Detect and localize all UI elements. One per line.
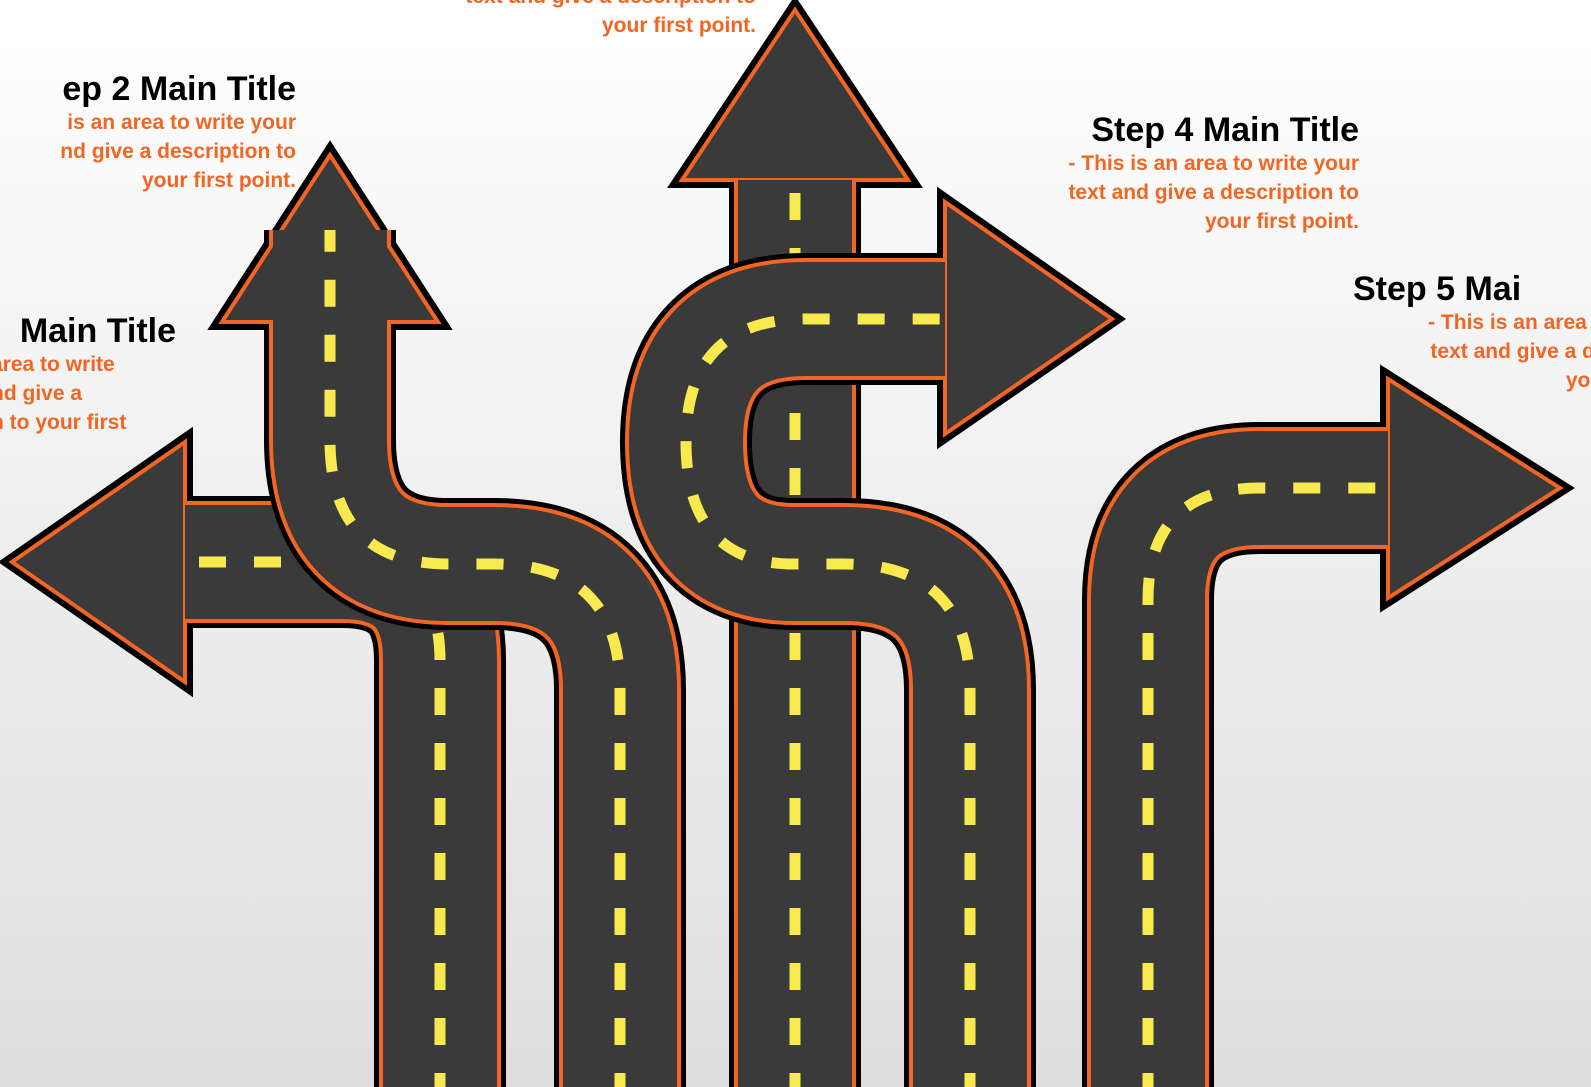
step-4-title: Step 4 Main Title (939, 111, 1359, 149)
step-1-description: area to write nd give a n to your first (0, 350, 176, 437)
step-2-title: ep 2 Main Title (0, 70, 296, 108)
step-4-description: - This is an area to write your text and… (939, 149, 1359, 236)
step-2-label: ep 2 Main Title is an area to write your… (0, 70, 296, 195)
step-3-description: text and give a description to your firs… (336, 0, 756, 40)
road-5 (1148, 379, 1560, 1087)
step-3-label: text and give a description to your firs… (336, 0, 756, 40)
step-2-description: is an area to write your nd give a descr… (0, 108, 296, 195)
step-5-label: Step 5 Mai - This is an area to v text a… (1330, 270, 1591, 395)
step-5-title: Step 5 Mai (1353, 270, 1591, 308)
step-5-description: - This is an area to v text and give a d… (1330, 308, 1591, 395)
step-1-title: Main Title (0, 312, 176, 350)
step-1-label: Main Title area to write nd give a n to … (0, 312, 176, 437)
step-4-label: Step 4 Main Title - This is an area to w… (939, 111, 1359, 236)
